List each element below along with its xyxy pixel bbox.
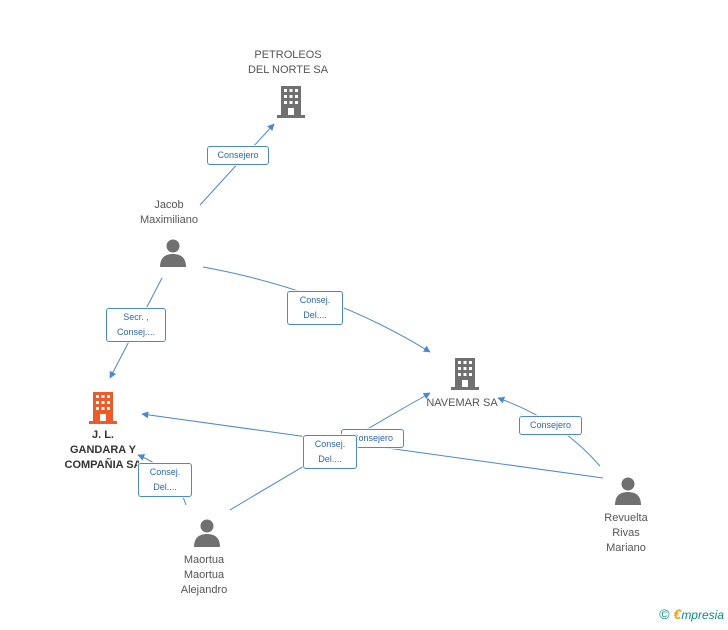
copyright-symbol: ©: [659, 606, 670, 622]
edge-label-line: Del....: [318, 454, 342, 464]
edge-label-jacob-gandara[interactable]: Secr. , Consej....: [106, 308, 166, 342]
gandara-label[interactable]: J. L. GANDARA Y COMPAÑIA SA: [48, 428, 158, 473]
label-line: Jacob: [154, 199, 184, 211]
maortua-person-icon: [194, 519, 220, 547]
jacob-label[interactable]: Jacob Maximiliano: [119, 198, 219, 228]
edge-label-jacob-petroleos[interactable]: Consejero: [207, 146, 269, 165]
edge-label-line: Secr. ,: [123, 312, 149, 322]
edge-label-line: Consejero: [217, 150, 259, 160]
petroleos-label[interactable]: PETROLEOS DEL NORTE SA: [228, 48, 348, 78]
label-line: Mariano: [606, 542, 646, 554]
edge-label-line: Consej.: [149, 467, 181, 477]
edge-label-line: Del....: [303, 310, 327, 320]
label-line: Alejandro: [180, 584, 228, 596]
brand-e-logo: €: [673, 606, 682, 622]
empresia-brand[interactable]: © €mpresia: [659, 606, 724, 622]
label-line: DEL NORTE SA: [247, 64, 329, 76]
brand-text: mpresia: [681, 608, 724, 622]
label-line: NAVEMAR SA: [426, 397, 498, 409]
jacob-person-icon: [160, 239, 186, 267]
edge-label-line: Consej.: [299, 295, 331, 305]
edge-label-line: Consejero: [351, 433, 394, 443]
label-line: Maortua: [183, 569, 225, 581]
edge-label-revuelta-navemar[interactable]: Consejero: [519, 416, 582, 435]
label-line: Rivas: [612, 527, 640, 539]
edge-label-maortua-navemar[interactable]: Consej. Del....: [303, 435, 357, 469]
edge-label-jacob-navemar[interactable]: Consej. Del....: [287, 291, 343, 325]
maortua-label[interactable]: Maortua Maortua Alejandro: [154, 553, 254, 598]
label-line: Maximiliano: [139, 214, 199, 226]
revuelta-label[interactable]: Revuelta Rivas Mariano: [580, 511, 672, 556]
label-line: GANDARA Y: [69, 444, 136, 456]
edge-label-line: Consej....: [116, 327, 156, 337]
gandara-building-icon: [89, 392, 117, 424]
revuelta-person-icon: [615, 477, 641, 505]
navemar-building-icon: [451, 358, 479, 390]
edge-label-line: Consej.: [314, 439, 346, 449]
label-line: Revuelta: [604, 512, 648, 524]
label-line: PETROLEOS: [254, 49, 322, 61]
label-line: J. L.: [91, 429, 114, 441]
petroleos-building-icon: [277, 86, 305, 118]
brand-name: €mpresia: [674, 606, 724, 622]
label-line: Maortua: [183, 554, 225, 566]
navemar-label[interactable]: NAVEMAR SA: [412, 396, 512, 411]
label-line: COMPAÑIA SA: [64, 459, 142, 471]
edge-label-line: Del....: [153, 482, 177, 492]
edge-label-maortua-gandara[interactable]: Consej. Del....: [138, 463, 192, 497]
edge-label-line: Consejero: [529, 420, 572, 430]
